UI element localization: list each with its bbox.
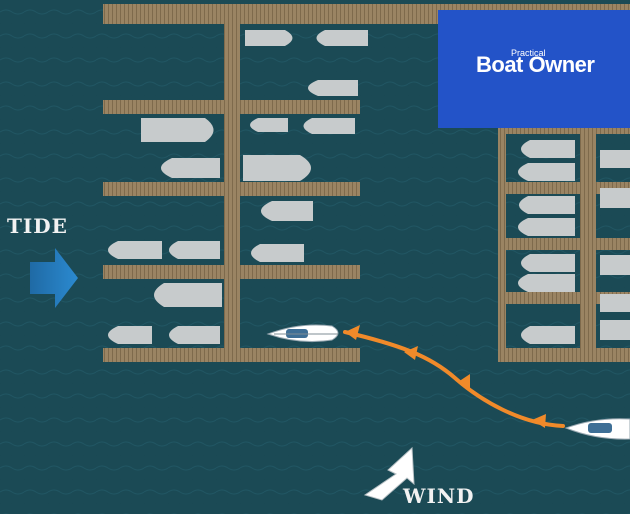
moored-boat [243,155,311,181]
moored-boat [518,163,575,181]
path-arrowhead [345,325,360,340]
path-arrowhead [458,374,470,390]
moored-boat [141,118,214,142]
moored-boat [169,241,220,259]
moored-boat [245,30,293,46]
moored-boat [261,201,313,221]
path-arrowhead [404,346,418,360]
moored-boat [521,326,575,344]
wind-arrow [363,446,415,501]
finger-row-1 [103,100,360,114]
moored-boat [600,188,630,208]
finger-row-2 [103,182,360,196]
moored-boat [521,254,575,272]
right-finger-1 [498,182,630,194]
yacht-approaching [564,418,630,440]
finger-row-3 [103,265,360,279]
right-finger-2 [498,238,630,250]
moored-boat [518,218,575,236]
moored-boat [161,158,220,178]
moored-boats [108,30,630,344]
logo-small-text: Practical [511,48,546,58]
tide-arrow [30,248,78,308]
approach-path-line [343,330,565,428]
moored-boat [600,150,630,168]
moored-boat [108,326,152,344]
wind-label: WIND [403,484,475,508]
right-finger-3 [498,292,630,304]
moored-boat [600,255,630,275]
moored-boat [316,30,368,46]
right-finger-4 [498,348,630,362]
path-arrowhead [532,414,546,428]
approach-path [343,325,565,428]
tide-label: TIDE [7,214,68,238]
moored-boat [251,244,304,262]
right-top [498,124,630,134]
moored-boat [600,294,630,312]
practical-boat-owner-logo [438,10,630,128]
moored-boat [154,283,222,307]
yacht-berthing [266,324,339,343]
moored-boat [518,274,575,292]
moored-boat [600,320,630,340]
moored-boat [169,326,220,344]
right-pontoons [498,120,630,362]
moored-boat [308,80,358,96]
moored-boat [250,118,288,132]
moored-boat [519,196,575,214]
moored-boat [521,140,575,158]
finger-row-4 [103,348,360,362]
moored-boat [108,241,162,259]
logo-main-text: Boat Owner [476,52,595,77]
moored-boat [303,118,355,134]
